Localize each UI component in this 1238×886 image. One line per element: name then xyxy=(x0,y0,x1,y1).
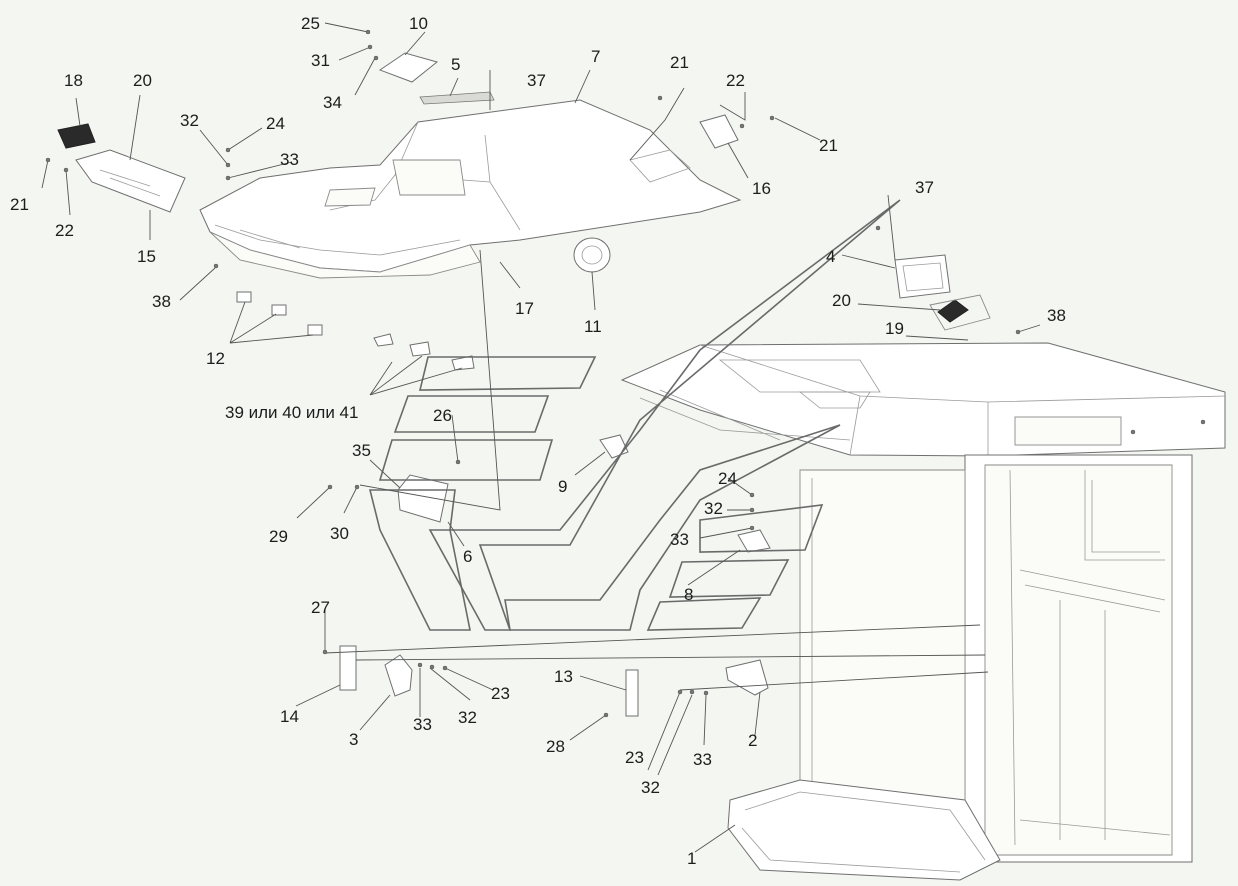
speaker xyxy=(573,237,611,273)
callout-33-lower: 33 xyxy=(693,750,712,769)
console-panel xyxy=(75,149,186,213)
seal-outlines xyxy=(368,199,901,631)
callout-5: 5 xyxy=(451,55,460,74)
callout-13: 13 xyxy=(554,667,573,686)
callout-32-top: 32 xyxy=(180,111,199,130)
callout-12: 12 xyxy=(206,349,225,368)
callout-21-left: 21 xyxy=(10,195,29,214)
callout-22-top: 22 xyxy=(726,71,745,90)
callout-37-top: 37 xyxy=(527,71,546,90)
callout-32-bottom: 32 xyxy=(458,708,477,727)
callout-19: 19 xyxy=(885,319,904,338)
clip xyxy=(236,291,252,303)
clip xyxy=(271,304,287,316)
callout-2: 2 xyxy=(748,731,757,750)
latch xyxy=(409,341,431,357)
callout-labels: 1 2 3 4 5 6 7 8 9 10 11 12 13 14 15 16 1… xyxy=(10,14,1066,868)
access-plate xyxy=(397,474,449,523)
callout-20-top: 20 xyxy=(133,71,152,90)
callout-32-lower: 32 xyxy=(641,778,660,797)
callout-22-left: 22 xyxy=(55,221,74,240)
callout-33-bottom: 33 xyxy=(413,715,432,734)
callout-37-right: 37 xyxy=(915,178,934,197)
vent-strip xyxy=(419,91,495,105)
door-hinge xyxy=(625,669,639,717)
callout-8: 8 xyxy=(684,585,693,604)
fasteners xyxy=(45,29,1021,718)
switch-block xyxy=(57,123,96,149)
plate-bracket xyxy=(699,114,739,149)
hinge-bracket xyxy=(725,659,769,696)
callout-35: 35 xyxy=(352,441,371,460)
lower-bracket xyxy=(737,529,771,553)
cab-body xyxy=(620,342,1226,881)
callout-16: 16 xyxy=(752,179,771,198)
mount-bracket xyxy=(599,434,629,459)
callout-1: 1 xyxy=(687,849,696,868)
callout-21-top: 21 xyxy=(670,53,689,72)
callout-26: 26 xyxy=(433,406,452,425)
roof-shell xyxy=(199,99,742,279)
callout-39-40-41: 39 или 40 или 41 xyxy=(225,403,358,422)
callout-6: 6 xyxy=(463,547,472,566)
callout-15: 15 xyxy=(137,247,156,266)
callout-9: 9 xyxy=(558,477,567,496)
callout-34: 34 xyxy=(323,93,342,112)
callout-14: 14 xyxy=(280,707,299,726)
filter-element xyxy=(937,299,969,323)
callout-38-right: 38 xyxy=(1047,306,1066,325)
hinge-body xyxy=(384,654,413,697)
callout-24-right: 24 xyxy=(718,469,737,488)
leader-lines xyxy=(41,22,1041,853)
callout-30: 30 xyxy=(330,524,349,543)
callout-33-top: 33 xyxy=(280,150,299,169)
callout-29: 29 xyxy=(269,527,288,546)
latch xyxy=(373,333,394,347)
callout-3: 3 xyxy=(349,730,358,749)
callout-4: 4 xyxy=(826,247,835,266)
callout-24-top: 24 xyxy=(266,114,285,133)
latch xyxy=(451,355,475,371)
callout-38-left: 38 xyxy=(152,292,171,311)
callout-33-right: 33 xyxy=(670,530,689,549)
callout-18: 18 xyxy=(64,71,83,90)
callout-23-lower: 23 xyxy=(625,748,644,767)
callout-32-right: 32 xyxy=(704,499,723,518)
hinge-plate xyxy=(339,645,357,691)
callout-23-left: 23 xyxy=(491,684,510,703)
callout-31: 31 xyxy=(311,51,330,70)
hatch-cover xyxy=(378,52,439,83)
callout-10: 10 xyxy=(409,14,428,33)
callout-7: 7 xyxy=(591,47,600,66)
callout-11: 11 xyxy=(584,317,602,336)
callout-20-right: 20 xyxy=(832,291,851,310)
callout-27: 27 xyxy=(311,598,330,617)
callout-17: 17 xyxy=(515,299,534,318)
clip xyxy=(307,324,323,336)
callout-25: 25 xyxy=(301,14,320,33)
callout-28: 28 xyxy=(546,737,565,756)
callout-21-right: 21 xyxy=(819,136,838,155)
